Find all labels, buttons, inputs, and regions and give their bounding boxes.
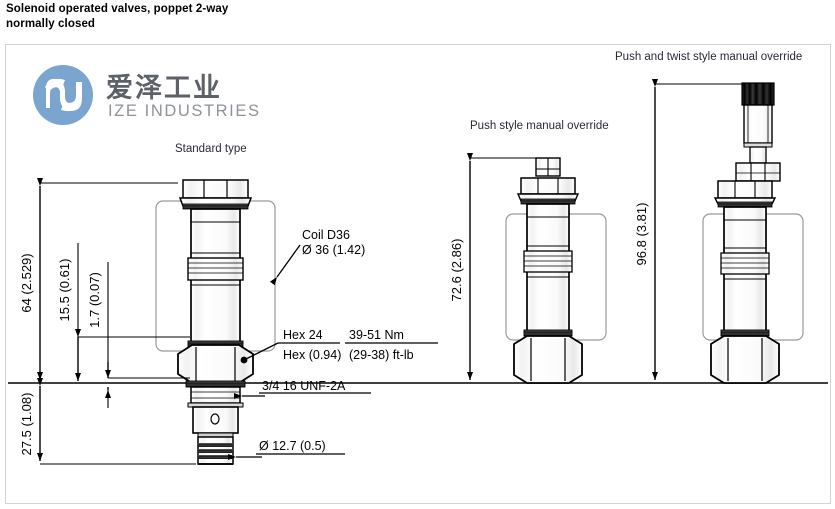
dim-below-line: 27.5 (1.08) (19, 393, 34, 456)
callout-torque-bottom: (29-38) ft-lb (349, 348, 414, 362)
dimension-group-push-twist: 96.8 (3.81) (634, 79, 744, 384)
drawing-frame (5, 44, 831, 504)
dim-coil-lower: 15.5 (0.61) (57, 259, 72, 322)
valve-push-twist-style (702, 82, 804, 384)
company-logo: 爱泽工业 IZE INDUSTRIES (32, 64, 282, 136)
callout-thread: 3/4 16 UNF-2A (234, 379, 371, 399)
page-title-line1: Solenoid operated valves, poppet 2-way (6, 3, 229, 15)
valve-port-hole (210, 413, 220, 425)
page-title: Solenoid operated valves, poppet 2-way n… (6, 2, 426, 32)
logo-mark-icon (33, 65, 93, 125)
dim-push-twist-height: 96.8 (3.81) (634, 203, 649, 266)
valve-thread-section (187, 386, 244, 465)
callout-thread-text: 3/4 16 UNF-2A (262, 379, 346, 393)
valve-hex-nut-twist (710, 335, 780, 384)
valve-top-nut-twist (713, 180, 777, 208)
callout-coil-line2: Ø 36 (1.42) (302, 243, 365, 257)
callout-hex-torque: Hex 24 Hex (0.94) 39-51 Nm (29-38) ft-lb (240, 328, 438, 364)
callout-torque-top: 39-51 Nm (349, 328, 404, 342)
valve-coil-body-push (523, 203, 573, 337)
valve-coil-body (187, 208, 244, 348)
valve-standard (155, 179, 276, 465)
override-stem (749, 146, 767, 164)
callout-hex-top: Hex 24 (283, 328, 323, 342)
callout-port-diameter: Ø 12.7 (0.5) (228, 439, 345, 460)
callout-hex-bottom: Hex (0.94) (283, 348, 341, 362)
page-title-line2: normally closed (6, 18, 96, 30)
valve-top-nut-push (516, 177, 580, 205)
logo-english-text: IZE INDUSTRIES (108, 102, 261, 120)
view-title-push-twist: Push and twist style manual override (615, 51, 803, 63)
callout-coil: Coil D36 Ø 36 (1.42) (269, 228, 365, 286)
push-pin (535, 157, 561, 177)
manual-override-knob[interactable] (741, 82, 775, 148)
override-small-nut (735, 162, 781, 182)
valve-coil-body-twist (720, 206, 770, 337)
dimension-group-standard: 64 (2.529) 15.5 (0.61) 1.7 (0.07) 27.5 (… (19, 178, 196, 465)
view-title-standard: Standard type (175, 143, 247, 155)
dim-push-height: 72.6 (2.86) (449, 239, 464, 302)
logo-chinese-text: 爱泽工业 (106, 73, 222, 104)
view-title-push: Push style manual override (470, 120, 609, 132)
valve-hex-nut (177, 344, 254, 388)
valve-hex-nut-push (513, 335, 583, 384)
callout-port-text: Ø 12.7 (0.5) (259, 439, 326, 453)
valve-push-style (505, 157, 607, 384)
dim-shoulder: 1.7 (0.07) (87, 272, 102, 328)
callout-coil-line1: Coil D36 (302, 228, 350, 242)
dim-overall-height: 64 (2.529) (19, 253, 34, 312)
valve-top-nut (178, 179, 253, 210)
dimension-group-push: 72.6 (2.86) (449, 153, 540, 384)
